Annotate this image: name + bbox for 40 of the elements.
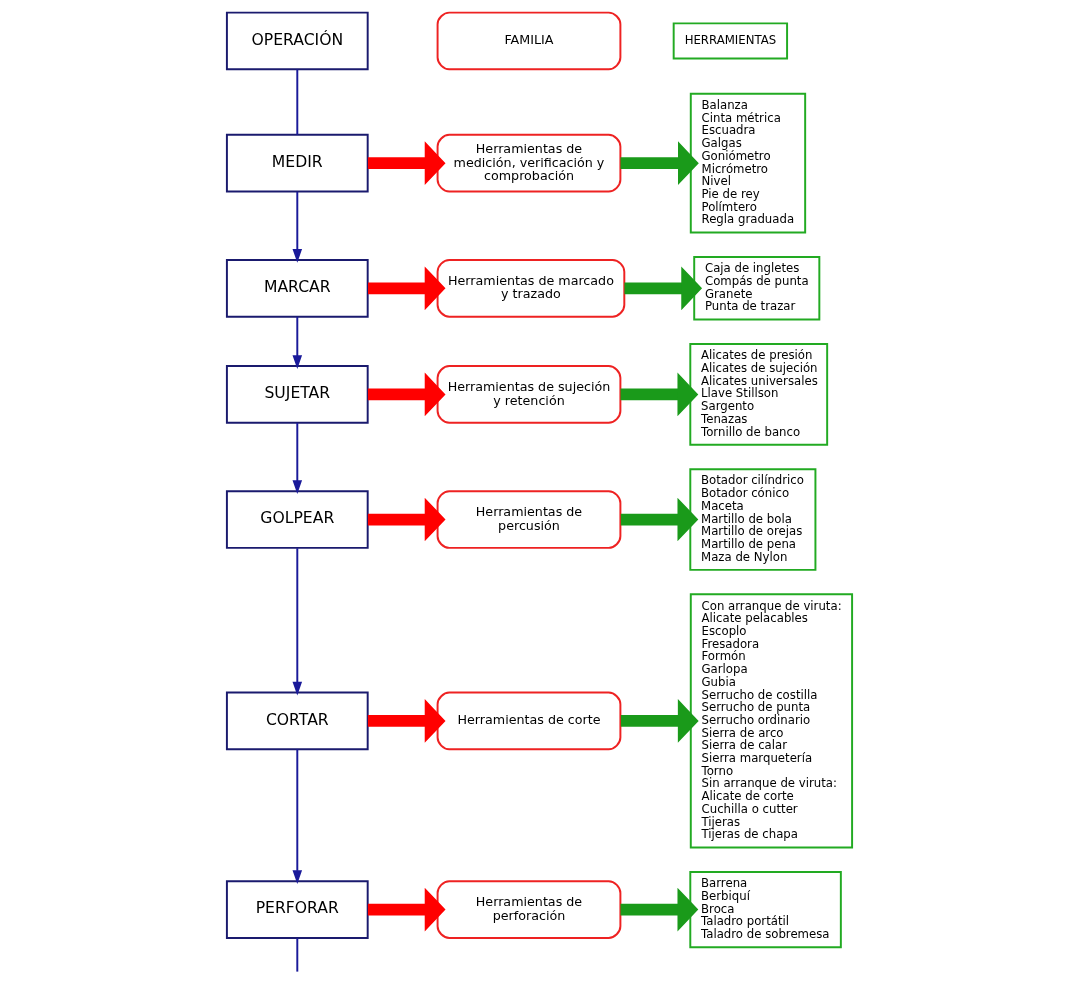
arrow (620, 699, 699, 743)
node-box: MEDIR (225, 133, 369, 193)
connector (295, 68, 298, 136)
arrow (620, 372, 698, 417)
arrow (367, 887, 446, 932)
node-box: Caja de ingletes Compás de punta Granete Punta de trazar (692, 256, 820, 321)
node-box: HERRAMIENTAS (672, 22, 788, 60)
node-box: Herramientas de corte (436, 691, 621, 751)
arrow (620, 497, 698, 542)
node-box: Herramientas de marcado y trazado (436, 259, 625, 318)
node-box: PERFORAR (225, 880, 369, 939)
arrow (620, 141, 699, 186)
node-box: Herramientas de medición, verificación y comprobación (436, 133, 621, 193)
arrow (367, 497, 446, 542)
node-box: Herramientas de percusión (436, 490, 621, 549)
arrow (623, 266, 702, 311)
node-box: Botador cilíndrico Botador cónico Maceta Martillo de bola Martillo de orejas Martillo de pena Maza de Nylon (688, 468, 816, 571)
arrow (292, 315, 302, 369)
node-box: Barrena Berbiquí Broca Taladro portátil Taladro de sobremesa (688, 870, 842, 949)
arrow (367, 699, 446, 743)
node-box: Con arranque de viruta: Alicate pelacables Escoplo Fresadora Formón Garlopa Gubia Serrucho de costilla Serrucho de punta Serrucho ordinario Sierra de arco Sierra de calar Sierra marquetería Torno Sin arranque de viruta: Alicate de corte Cuchilla o cutter Tijeras Tijeras de chapa (689, 593, 853, 849)
connector (295, 937, 298, 973)
node-box: Herramientas de perforación (436, 880, 621, 939)
arrow (367, 372, 446, 417)
arrow (367, 141, 446, 186)
arrow (620, 887, 698, 932)
node-box: FAMILIA (436, 11, 621, 71)
node-box: Balanza Cinta métrica Escuadra Galgas Goniómetro Micrómetro Nivel Pie de rey Polímtero Regla graduada (689, 92, 806, 234)
arrow (292, 190, 302, 263)
node-box: CORTAR (225, 691, 369, 751)
arrow (367, 266, 445, 311)
arrow (292, 748, 302, 884)
node-box: SUJETAR (225, 365, 369, 424)
node-box: Herramientas de sujeción y retención (436, 365, 621, 424)
node-box: GOLPEAR (225, 490, 369, 549)
node-box: Alicates de presión Alicates de sujeción Alicates universales Llave Stillson Sargento Tenazas Tornillo de banco (688, 343, 828, 446)
arrow (292, 422, 302, 494)
node-box: MARCAR (225, 259, 369, 318)
node-box: OPERACIÓN (225, 11, 369, 71)
arrow (292, 547, 302, 696)
